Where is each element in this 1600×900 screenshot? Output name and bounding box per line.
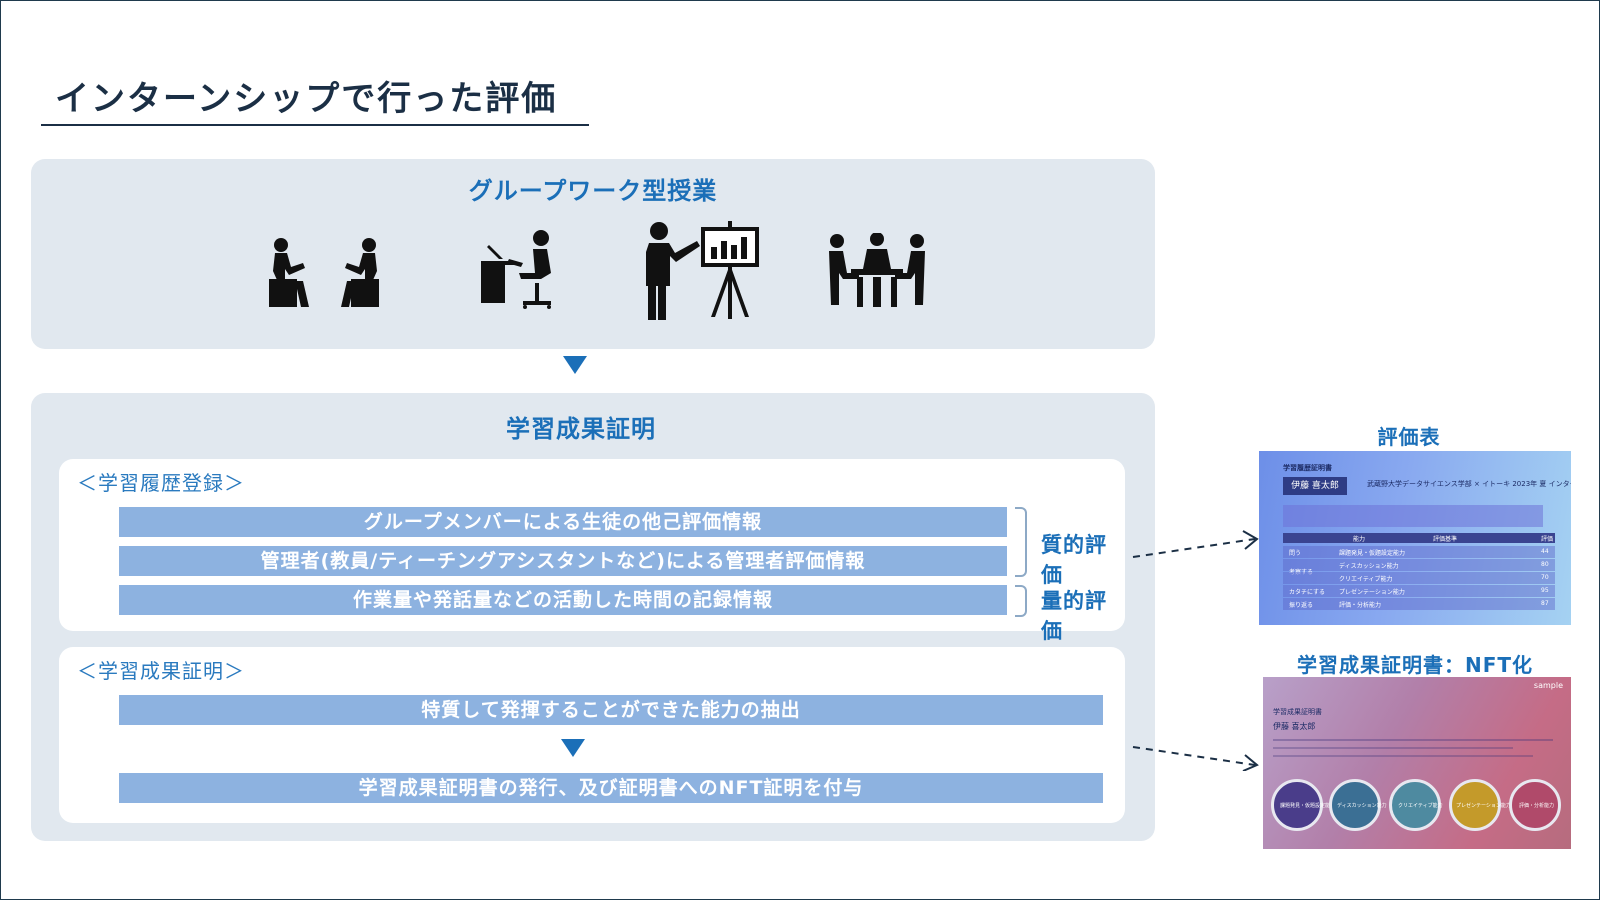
arrow-to-nft-certificate (1132, 746, 1256, 766)
title-underline (41, 124, 589, 126)
qualitative-bracket (1015, 507, 1027, 577)
badge-icon: 課題発見・仮題設定能力 (1271, 779, 1335, 831)
thumb-nft-line (1273, 739, 1553, 741)
learning-outcome-heading: 学習成果証明 (506, 415, 656, 443)
thumb-row: カタチにする プレゼンテーション能力 95 (1283, 585, 1555, 597)
nft-certificate-thumbnail: sample 学習成果証明書 伊藤 喜太郎 課題発見・仮題設定能力 ディスカッシ… (1263, 677, 1571, 849)
thumb-summary-box (1283, 505, 1543, 527)
quantitative-bracket (1015, 585, 1027, 617)
badge-icon: ディスカッション能力 (1329, 779, 1387, 831)
learning-certificate-label: ＜学習成果証明＞ (77, 659, 245, 683)
dashed-connectors (1132, 530, 1259, 771)
thumb-sample-mark: sample (1533, 681, 1563, 690)
down-arrow-icon (563, 356, 587, 374)
eval-table-title: 評価表 (1377, 425, 1441, 449)
thumb-nft-line (1273, 755, 1533, 757)
thumb-nft-name: 伊藤 喜太郎 (1273, 722, 1316, 731)
peer-evaluation-row: グループメンバーによる生徒の他己評価情報 (119, 507, 1007, 537)
nft-certificate-step: 学習成果証明書の発行、及び証明書へのNFT証明を付与 (119, 773, 1103, 803)
thumb-row: 問う 課題発見・仮題設定能力 44 (1283, 546, 1555, 558)
page-title: インターンシップで行った評価 (55, 79, 558, 119)
badge-icon: プレゼンテーション能力 (1449, 779, 1511, 831)
learning-history-label: ＜学習履歴登録＞ (77, 471, 245, 495)
group-work-panel: グループワーク型授業 (31, 159, 1155, 349)
group-work-heading: グループワーク型授業 (468, 177, 718, 205)
thumb-doc-title: 学習履歴証明書 (1283, 464, 1332, 472)
thumb-nft-doc-title: 学習成果証明書 (1273, 708, 1322, 716)
meeting-table-icon (829, 233, 925, 307)
badge-icon: クリエイティブ能力 (1389, 779, 1443, 831)
discussion-icon (269, 238, 379, 307)
desk-worker-icon (481, 230, 551, 309)
nft-title: 学習成果証明書：NFT化 (1296, 653, 1534, 677)
learning-history-card: ＜学習履歴登録＞ グループメンバーによる生徒の他己評価情報 管理者(教員/ティー… (59, 459, 1125, 643)
thumb-org: 武蔵野大学データサイエンス学部 × イトーキ 2023年 夏 インターンシップ (1367, 480, 1571, 488)
thumb-nft-line (1273, 747, 1513, 749)
admin-evaluation-row: 管理者(教員/ティーチングアシスタントなど)による管理者評価情報 (119, 546, 1007, 576)
thumb-row: クリエイティブ能力 70 (1283, 572, 1555, 584)
learning-outcome-panel: 学習成果証明 ＜学習履歴登録＞ グループメンバーによる生徒の他己評価情報 管理者… (31, 393, 1155, 841)
qualitative-evaluation-label: 質的評価 (1041, 533, 1107, 587)
ability-extraction-step: 特質して発揮することができた能力の抽出 (119, 695, 1103, 725)
activity-record-row: 作業量や発話量などの活動した時間の記録情報 (119, 585, 1007, 615)
thumb-row: 振り返る 評価・分析能力 87 (1283, 598, 1555, 610)
thumb-name: 伊藤 喜太郎 (1283, 477, 1347, 495)
learning-certificate-card: ＜学習成果証明＞ 特質して発揮することができた能力の抽出 学習成果証明書の発行、… (59, 647, 1125, 823)
presentation-icon (646, 221, 759, 320)
eval-table-thumbnail: 学習履歴証明書 伊藤 喜太郎 武蔵野大学データサイエンス学部 × イトーキ 20… (1259, 451, 1571, 625)
step-arrow-icon (561, 739, 585, 757)
arrow-to-eval-table (1132, 538, 1256, 558)
quantitative-evaluation-label: 量的評価 (1041, 589, 1107, 643)
thumb-table-body: 問う 課題発見・仮題設定能力 44 考察する ディスカッション能力 80 クリエ… (1283, 546, 1555, 612)
thumb-row: 考察する ディスカッション能力 80 (1283, 559, 1555, 576)
badge-icon: 評価・分析能力 (1509, 779, 1561, 831)
thumb-table-header: 能力 評価基準 評価 (1283, 533, 1555, 543)
